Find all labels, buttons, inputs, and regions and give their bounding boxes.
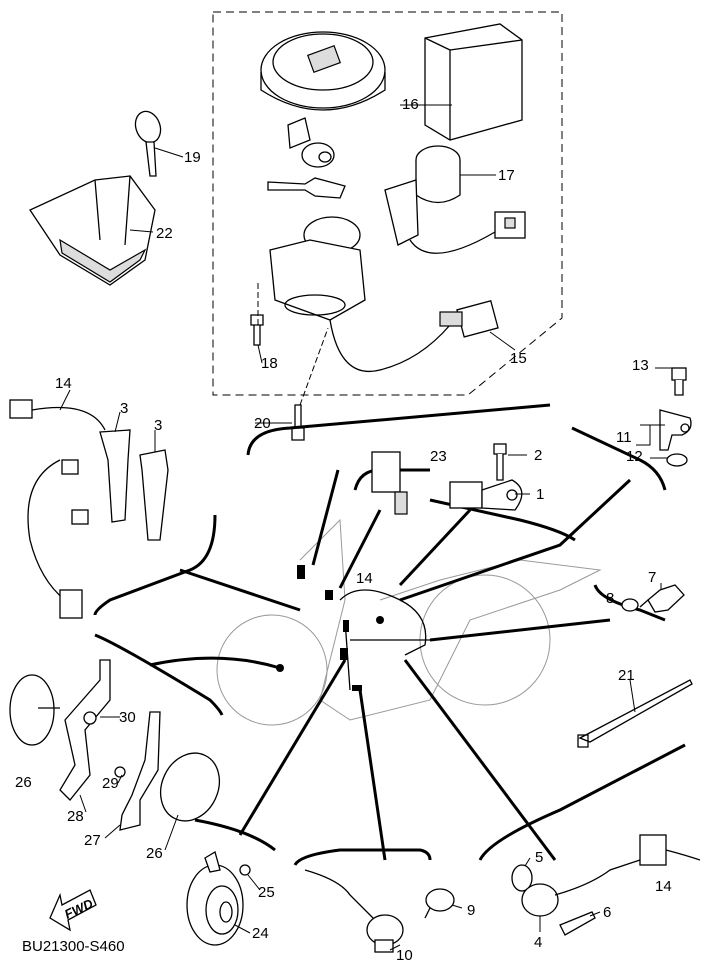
callout-21: 21 [618,667,635,684]
ecu [424,23,523,141]
callout-5: 5 [535,849,543,866]
callout-4: 4 [534,934,542,951]
forward-arrow-icon: FWD [49,889,97,932]
main-switch [269,216,499,372]
lock-cylinder [287,117,335,168]
callout-14: 14 [55,375,72,392]
callout-24: 24 [252,925,269,942]
callout-28: 28 [67,808,84,825]
fuel-cap [260,31,386,111]
callout-3: 3 [120,400,128,417]
o-ring [666,453,688,467]
bolt [559,911,596,936]
callout-3: 3 [154,417,162,434]
callout-14: 14 [655,878,672,895]
callout-7: 7 [648,569,656,586]
kit-boundary-dashed [212,11,563,396]
wiring-harness [276,565,430,691]
callout-17: 17 [498,167,515,184]
pressure-sensor [304,869,404,953]
bolt [493,443,507,481]
callout-12: 12 [626,448,643,465]
o-ring [511,864,533,892]
callout-9: 9 [467,902,475,919]
callout-26: 26 [146,845,163,862]
bolt [291,327,329,441]
callout-20: 20 [254,415,271,432]
callout-8: 8 [606,590,614,607]
callout-23: 23 [430,448,447,465]
diagram-code: BU21300-S460 [22,938,125,955]
seat-lock-bracket [29,175,156,286]
callout-14: 14 [356,570,373,587]
cover [159,752,221,822]
bracket [59,659,111,801]
nut [239,864,251,876]
callout-labels: 16 19 17 22 18 15 14 3 3 20 23 2 13 11 1… [15,96,672,964]
callout-11: 11 [616,429,632,446]
callout-15: 15 [510,350,527,367]
callout-6: 6 [603,904,611,921]
key [134,110,162,177]
nut [114,766,126,778]
relay [371,451,408,515]
callout-16: 16 [402,96,419,113]
cable-tie [577,679,693,748]
sensor [659,409,692,451]
callout-29: 29 [102,775,119,792]
callout-27: 27 [84,832,101,849]
ignition-key [267,177,346,199]
callout-10: 10 [396,947,413,964]
bracket [119,711,161,831]
callout-1: 1 [536,486,544,503]
callout-30: 30 [119,709,136,726]
sensor [449,479,523,511]
nut [83,711,97,725]
callout-26: 26 [15,774,32,791]
bolt [250,280,264,346]
callout-13: 13 [632,357,649,374]
bolt [671,367,687,396]
callout-19: 19 [184,149,201,166]
speed-sensor [521,834,701,917]
washer [621,598,639,612]
cover [9,674,55,746]
ignition-coils [9,399,169,619]
immobilizer-antenna [384,145,526,254]
temperature-sensor [639,584,685,613]
callout-18: 18 [261,355,278,372]
callout-2: 2 [534,447,542,464]
callout-25: 25 [258,884,275,901]
oil-pressure-switch [424,888,455,919]
callout-22: 22 [156,225,173,242]
horn [186,851,244,946]
